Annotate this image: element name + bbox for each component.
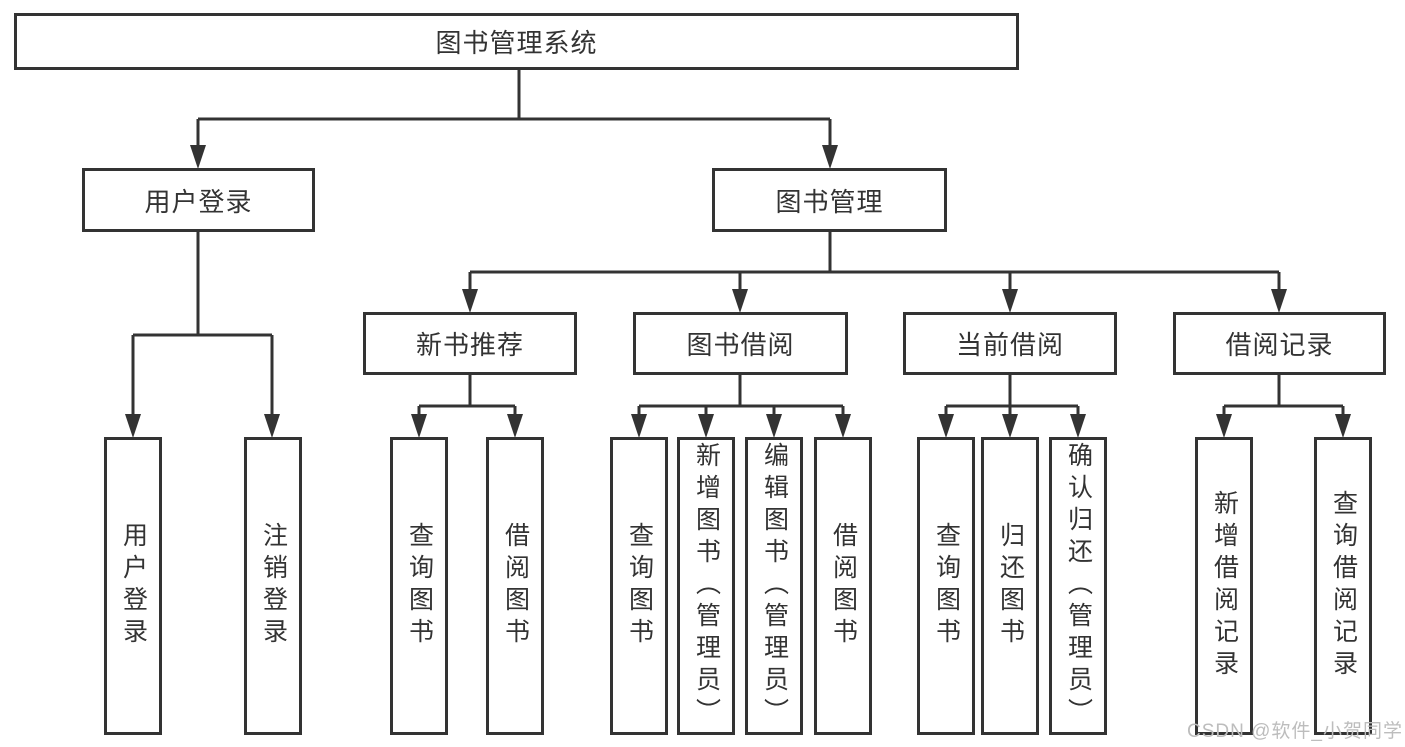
arrow-down-icon [766,414,782,438]
leaf-borrow-book-recommend: 借阅图书 [486,437,544,735]
leaf-logout-login-label: 注销登录 [259,522,288,650]
leaf-query-book-current-label: 查询图书 [932,522,961,650]
arrow-down-icon [835,414,851,438]
leaf-user-login-label: 用户登录 [119,522,148,650]
node-new-book-recommend: 新书推荐 [363,312,577,375]
arrow-down-icon [1002,289,1018,313]
node-book-management-label: 图书管理 [775,186,884,217]
arrow-down-icon [1216,414,1232,438]
leaf-query-book-current: 查询图书 [917,437,975,735]
arrow-down-icon [462,289,478,313]
leaf-add-borrow-record: 新增借阅记录 [1195,437,1253,735]
leaf-return-book: 归还图书 [981,437,1039,735]
node-borrow-record: 借阅记录 [1173,312,1386,375]
node-user-login: 用户登录 [82,168,315,232]
arrow-down-icon [1002,414,1018,438]
node-book-borrow: 图书借阅 [633,312,848,375]
node-current-borrow: 当前借阅 [903,312,1117,375]
arrow-down-icon [732,289,748,313]
leaf-add-borrow-record-label: 新增借阅记录 [1210,490,1239,682]
node-root-label: 图书管理系统 [435,28,598,58]
leaf-edit-book-admin: 编辑图书（管理员） [745,437,803,735]
leaf-add-book-admin: 新增图书（管理员） [677,437,735,735]
leaf-confirm-return-admin: 确认归还（管理员） [1049,437,1107,735]
leaf-logout-login: 注销登录 [244,437,302,735]
arrow-down-icon [411,414,427,438]
leaf-borrow-book-recommend-label: 借阅图书 [501,522,530,650]
leaf-query-borrow-record-label: 查询借阅记录 [1329,490,1358,682]
arrow-down-icon [125,414,141,438]
node-user-login-label: 用户登录 [144,186,253,217]
node-root: 图书管理系统 [14,13,1019,70]
leaf-query-borrow-record: 查询借阅记录 [1314,437,1372,735]
leaf-query-book-borrow-label: 查询图书 [625,522,654,650]
leaf-query-book-recommend-label: 查询图书 [405,522,434,650]
watermark: CSDN @软件_小贺同学 [1187,721,1403,742]
arrow-down-icon [1070,414,1086,438]
node-borrow-record-label: 借阅记录 [1225,330,1334,360]
leaf-edit-book-admin-label: 编辑图书（管理员） [760,442,789,730]
arrow-down-icon [822,145,838,169]
leaf-user-login: 用户登录 [104,437,162,735]
node-book-borrow-label: 图书借阅 [686,330,795,360]
connector-lines [131,70,1345,422]
arrow-down-icon [264,414,280,438]
arrow-down-icon [698,414,714,438]
arrow-down-icon [938,414,954,438]
leaf-confirm-return-admin-label: 确认归还（管理员） [1064,442,1093,730]
node-current-borrow-label: 当前借阅 [955,330,1064,360]
leaf-add-book-admin-label: 新增图书（管理员） [692,442,721,730]
arrow-down-icon [507,414,523,438]
leaf-query-book-recommend: 查询图书 [390,437,448,735]
arrowhead-icons [125,145,1351,438]
leaf-query-book-borrow: 查询图书 [610,437,668,735]
leaf-return-book-label: 归还图书 [996,522,1025,650]
node-new-book-recommend-label: 新书推荐 [415,330,524,360]
leaf-borrow-book-borrow-label: 借阅图书 [829,522,858,650]
node-book-management: 图书管理 [712,168,947,232]
arrow-down-icon [190,145,206,169]
leaf-borrow-book-borrow: 借阅图书 [814,437,872,735]
arrow-down-icon [631,414,647,438]
arrow-down-icon [1335,414,1351,438]
arrow-down-icon [1271,289,1287,313]
